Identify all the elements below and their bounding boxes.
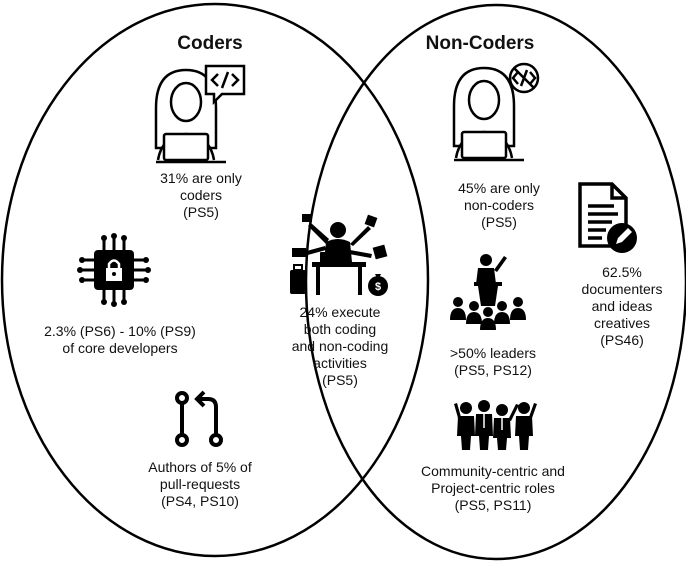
document-with-pencil-icon	[578, 182, 637, 253]
person-at-laptop-with-code-bubble-icon	[154, 64, 246, 164]
svg-text:$: $	[375, 281, 381, 293]
core-developers-text: 2.3% (PS6) - 10% (PS9) of core developer…	[44, 323, 196, 356]
pull-requests-text: Authors of 5% of pull-requests (PS4, PS1…	[148, 459, 252, 509]
community-group-icon	[454, 400, 537, 450]
locked-chip-icon	[77, 233, 151, 307]
pull-request-icon	[175, 390, 223, 447]
multitasking-person-icon: $	[290, 214, 388, 296]
coders-title: Coders	[177, 33, 243, 54]
speaker-at-podium-icon	[450, 254, 526, 330]
coders-circle	[0, 2, 430, 558]
community-roles-text: Community-centric and Project-centric ro…	[421, 463, 565, 513]
only-non-coders-text: 45% are only non-coders (PS5)	[458, 180, 540, 230]
leaders-text: >50% leaders (PS5, PS12)	[449, 345, 536, 378]
both-activities-text: 24% execute both coding and non-coding a…	[291, 304, 389, 388]
person-at-laptop-with-crossed-code-icon	[452, 62, 540, 162]
documenters-text: 62.5% documenters and ideas creatives (P…	[581, 264, 663, 348]
non-coders-title: Non-Coders	[425, 33, 535, 54]
only-coders-text: 31% are only coders (PS5)	[160, 170, 242, 220]
